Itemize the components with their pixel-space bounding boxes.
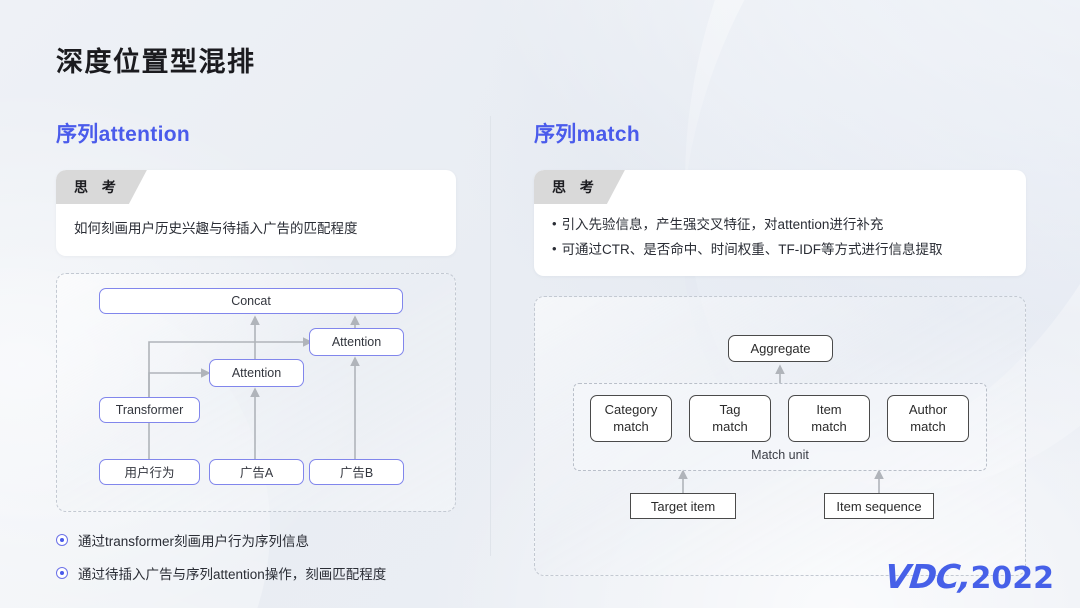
vdc-logo: VDC, 2022 [882,557,1055,596]
node-ad-b[interactable]: 广告B [309,458,404,485]
takeaway-item: 通过待插入广告与序列attention操作，刻画匹配程度 [56,563,456,583]
left-column-heading: 序列attention [56,123,190,146]
node-target-item[interactable]: Target item [630,493,736,520]
left-think-badge: 思 考 [56,170,147,204]
node-author-match[interactable]: Author match [887,395,969,443]
think-bullet: • 可通过CTR、是否命中、时间权重、TF-IDF等方式进行信息提取 [552,239,1008,261]
left-column: 序列attention 思 考 如何刻画用户历史兴趣与待插入广告的匹配程度 [56,118,456,596]
bullet-dot-icon: • [552,240,557,256]
page-title: 深度位置型混排 [56,47,256,77]
match-unit-label: Match unit [751,448,809,463]
right-column: 序列match 思 考 • 引入先验信息，产生强交叉特征，对attention进… [534,118,1026,577]
node-concat[interactable]: Concat [99,287,403,314]
node-item-sequence[interactable]: Item sequence [824,493,934,520]
right-think-badge: 思 考 [534,170,625,204]
node-attention-mid[interactable]: Attention [209,358,304,387]
logo-year: 2022 [970,561,1055,596]
node-attention-top[interactable]: Attention [309,327,404,356]
left-takeaway-list: 通过transformer刻画用户行为序列信息 通过待插入广告与序列attent… [56,530,456,583]
right-think-bullets: • 引入先验信息，产生强交叉特征，对attention进行补充 • 可通过CTR… [534,204,1026,276]
bullet-ring-icon [56,566,68,579]
think-bullet-text: 可通过CTR、是否命中、时间权重、TF-IDF等方式进行信息提取 [561,241,943,257]
left-diagram-panel: Concat Attention Attention Transformer 用… [56,272,456,512]
node-category-match[interactable]: Category match [590,395,672,443]
left-think-card: 思 考 如何刻画用户历史兴趣与待插入广告的匹配程度 [56,170,456,256]
takeaway-item: 通过transformer刻画用户行为序列信息 [56,530,456,550]
node-item-match[interactable]: Item match [788,395,870,443]
think-bullet: • 引入先验信息，产生强交叉特征，对attention进行补充 [552,214,1008,236]
column-divider [490,116,491,556]
left-think-text: 如何刻画用户历史兴趣与待插入广告的匹配程度 [74,221,358,236]
right-diagram-panel: Aggregate Match unit Category match Tag … [534,296,1026,577]
node-user-behavior[interactable]: 用户行为 [99,458,200,485]
logo-mark: VDC, [882,557,973,596]
think-bullet-text: 引入先验信息，产生强交叉特征，对attention进行补充 [561,217,884,232]
node-ad-a[interactable]: 广告A [209,458,304,485]
node-aggregate[interactable]: Aggregate [728,335,833,363]
bullet-ring-icon [56,533,68,546]
takeaway-text: 通过待插入广告与序列attention操作，刻画匹配程度 [78,566,387,582]
takeaway-text: 通过transformer刻画用户行为序列信息 [78,533,310,549]
bullet-dot-icon: • [552,216,557,231]
right-column-heading: 序列match [534,123,640,146]
node-transformer[interactable]: Transformer [99,396,200,423]
right-think-card: 思 考 • 引入先验信息，产生强交叉特征，对attention进行补充 • 可通… [534,170,1026,277]
node-tag-match[interactable]: Tag match [689,395,771,443]
